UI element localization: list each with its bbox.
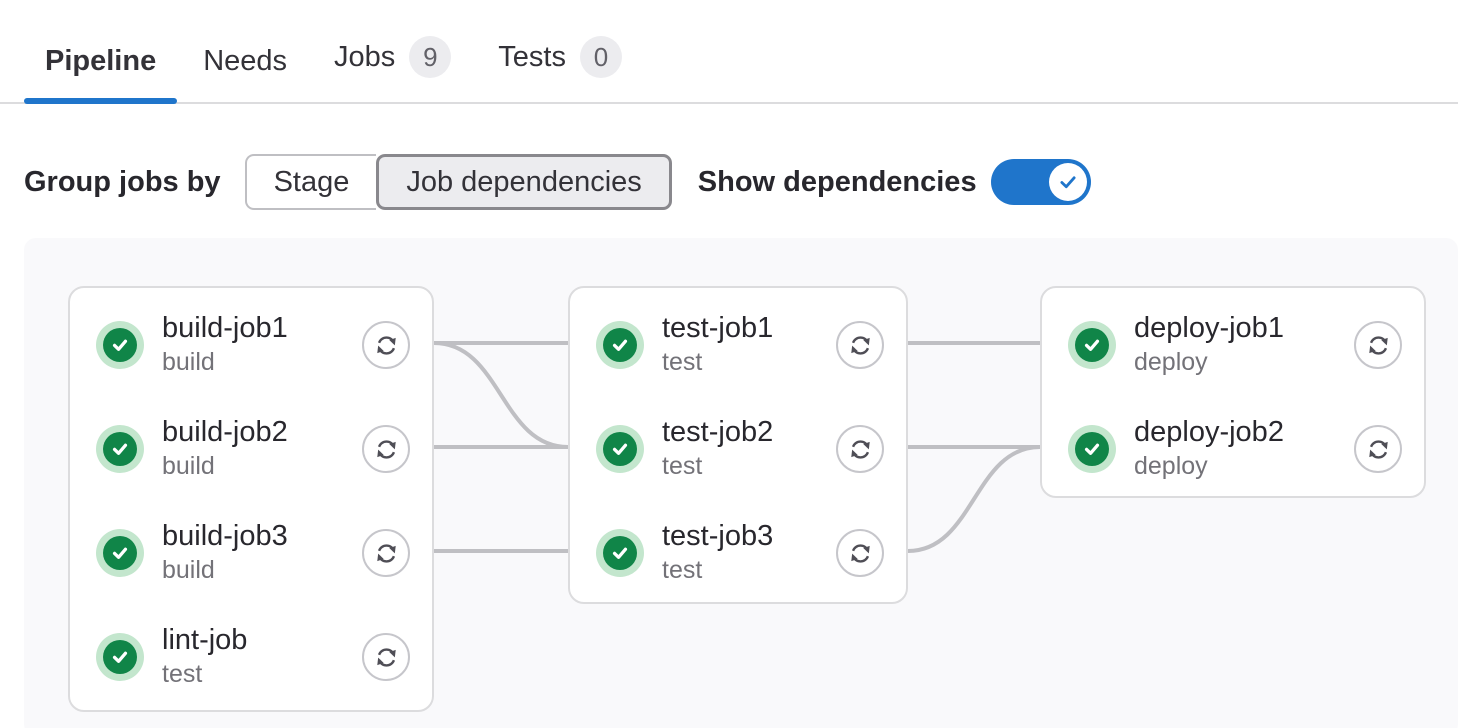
tab-jobs-label: Jobs [334, 40, 396, 73]
tab-jobs[interactable]: Jobs 9 [313, 28, 472, 102]
retry-job-button[interactable] [836, 321, 884, 369]
dependency-links [433, 341, 1041, 553]
jobs-count-badge: 9 [409, 36, 452, 78]
job-row: deploy-job1 deploy [1042, 293, 1424, 397]
job-name-link[interactable]: test-job1 [662, 311, 774, 344]
segment-stage-button[interactable]: Stage [244, 154, 377, 210]
status-success-icon [96, 425, 144, 473]
job-stage-label: build [162, 348, 215, 377]
retry-icon [1368, 439, 1388, 459]
job-name-link[interactable]: test-job2 [662, 415, 774, 448]
show-dependencies-label: Show dependencies [697, 165, 977, 198]
status-success-icon [596, 321, 644, 369]
status-success-icon [96, 529, 144, 577]
pipeline-tabs-bar: Pipeline Needs Jobs 9 Tests 0 [0, 0, 1458, 104]
job-row: deploy-job2 deploy [1042, 397, 1424, 501]
retry-icon [850, 439, 870, 459]
job-name-link[interactable]: build-job3 [162, 519, 288, 552]
job-text: test-job3 test [662, 519, 836, 586]
job-text: test-job2 test [662, 415, 836, 482]
retry-icon [376, 647, 396, 667]
retry-job-button[interactable] [362, 425, 410, 473]
job-row: test-job2 test [570, 397, 906, 501]
job-row: lint-job test [70, 605, 432, 709]
tab-tests[interactable]: Tests 0 [477, 28, 643, 102]
tab-tests-label: Tests [498, 40, 566, 73]
job-text: lint-job test [162, 623, 362, 690]
segment-job-dependencies-button[interactable]: Job dependencies [376, 154, 672, 210]
tests-count-badge: 0 [579, 36, 622, 78]
tab-pipeline-label: Pipeline [45, 45, 157, 77]
job-group-card-deploy: deploy-job1 deploy [1040, 286, 1426, 498]
retry-job-button[interactable] [836, 529, 884, 577]
job-text: deploy-job1 deploy [1134, 311, 1354, 378]
job-name-link[interactable]: build-job1 [162, 311, 288, 344]
job-text: test-job1 test [662, 311, 836, 378]
job-text: build-job1 build [162, 311, 362, 378]
dependency-edge [907, 445, 1041, 553]
job-stage-label: test [662, 348, 703, 377]
tab-needs-label: Needs [203, 45, 288, 77]
job-name-link[interactable]: deploy-job1 [1134, 311, 1284, 344]
retry-job-button[interactable] [362, 321, 410, 369]
job-stage-label: deploy [1134, 348, 1208, 377]
retry-job-button[interactable] [836, 425, 884, 473]
retry-icon [376, 439, 396, 459]
job-stage-label: test [662, 556, 703, 585]
status-success-icon [596, 529, 644, 577]
job-stage-label: deploy [1134, 452, 1208, 481]
job-name-link[interactable]: lint-job [162, 623, 248, 656]
job-name-link[interactable]: deploy-job2 [1134, 415, 1284, 448]
show-dependencies-toggle[interactable] [990, 159, 1091, 205]
dependency-edge [433, 341, 569, 449]
retry-icon [850, 335, 870, 355]
job-text: build-job2 build [162, 415, 362, 482]
status-success-icon [596, 425, 644, 473]
retry-icon [376, 335, 396, 355]
pipeline-graph-canvas: build-job1 build [24, 238, 1458, 728]
status-success-icon [1068, 425, 1116, 473]
job-row: build-job2 build [70, 397, 432, 501]
job-text: build-job3 build [162, 519, 362, 586]
retry-job-button[interactable] [1354, 425, 1402, 473]
job-text: deploy-job2 deploy [1134, 415, 1354, 482]
tab-pipeline[interactable]: Pipeline [24, 37, 178, 104]
graph-toolbar: Group jobs by Stage Job dependencies Sho… [24, 154, 1434, 210]
status-success-icon [96, 321, 144, 369]
job-name-link[interactable]: test-job3 [662, 519, 774, 552]
group-jobs-by-segmented-control: Stage Job dependencies [244, 154, 672, 210]
retry-job-button[interactable] [362, 633, 410, 681]
job-stage-label: build [162, 556, 215, 585]
group-jobs-by-label: Group jobs by [24, 165, 221, 198]
job-row: test-job1 test [570, 293, 906, 397]
retry-icon [1368, 335, 1388, 355]
job-stage-label: test [662, 452, 703, 481]
status-success-icon [96, 633, 144, 681]
retry-icon [376, 543, 396, 563]
status-success-icon [1068, 321, 1116, 369]
job-group-card-build: build-job1 build [68, 286, 434, 712]
job-group-card-test: test-job1 test [568, 286, 908, 604]
job-row: build-job1 build [70, 293, 432, 397]
toggle-knob [1048, 163, 1087, 201]
job-row: test-job3 test [570, 501, 906, 605]
job-stage-label: test [162, 660, 203, 689]
job-name-link[interactable]: build-job2 [162, 415, 288, 448]
tab-needs[interactable]: Needs [182, 37, 308, 102]
retry-icon [850, 543, 870, 563]
retry-job-button[interactable] [1354, 321, 1402, 369]
toggle-check-icon [1060, 176, 1076, 189]
retry-job-button[interactable] [362, 529, 410, 577]
job-row: build-job3 build [70, 501, 432, 605]
job-stage-label: build [162, 452, 215, 481]
